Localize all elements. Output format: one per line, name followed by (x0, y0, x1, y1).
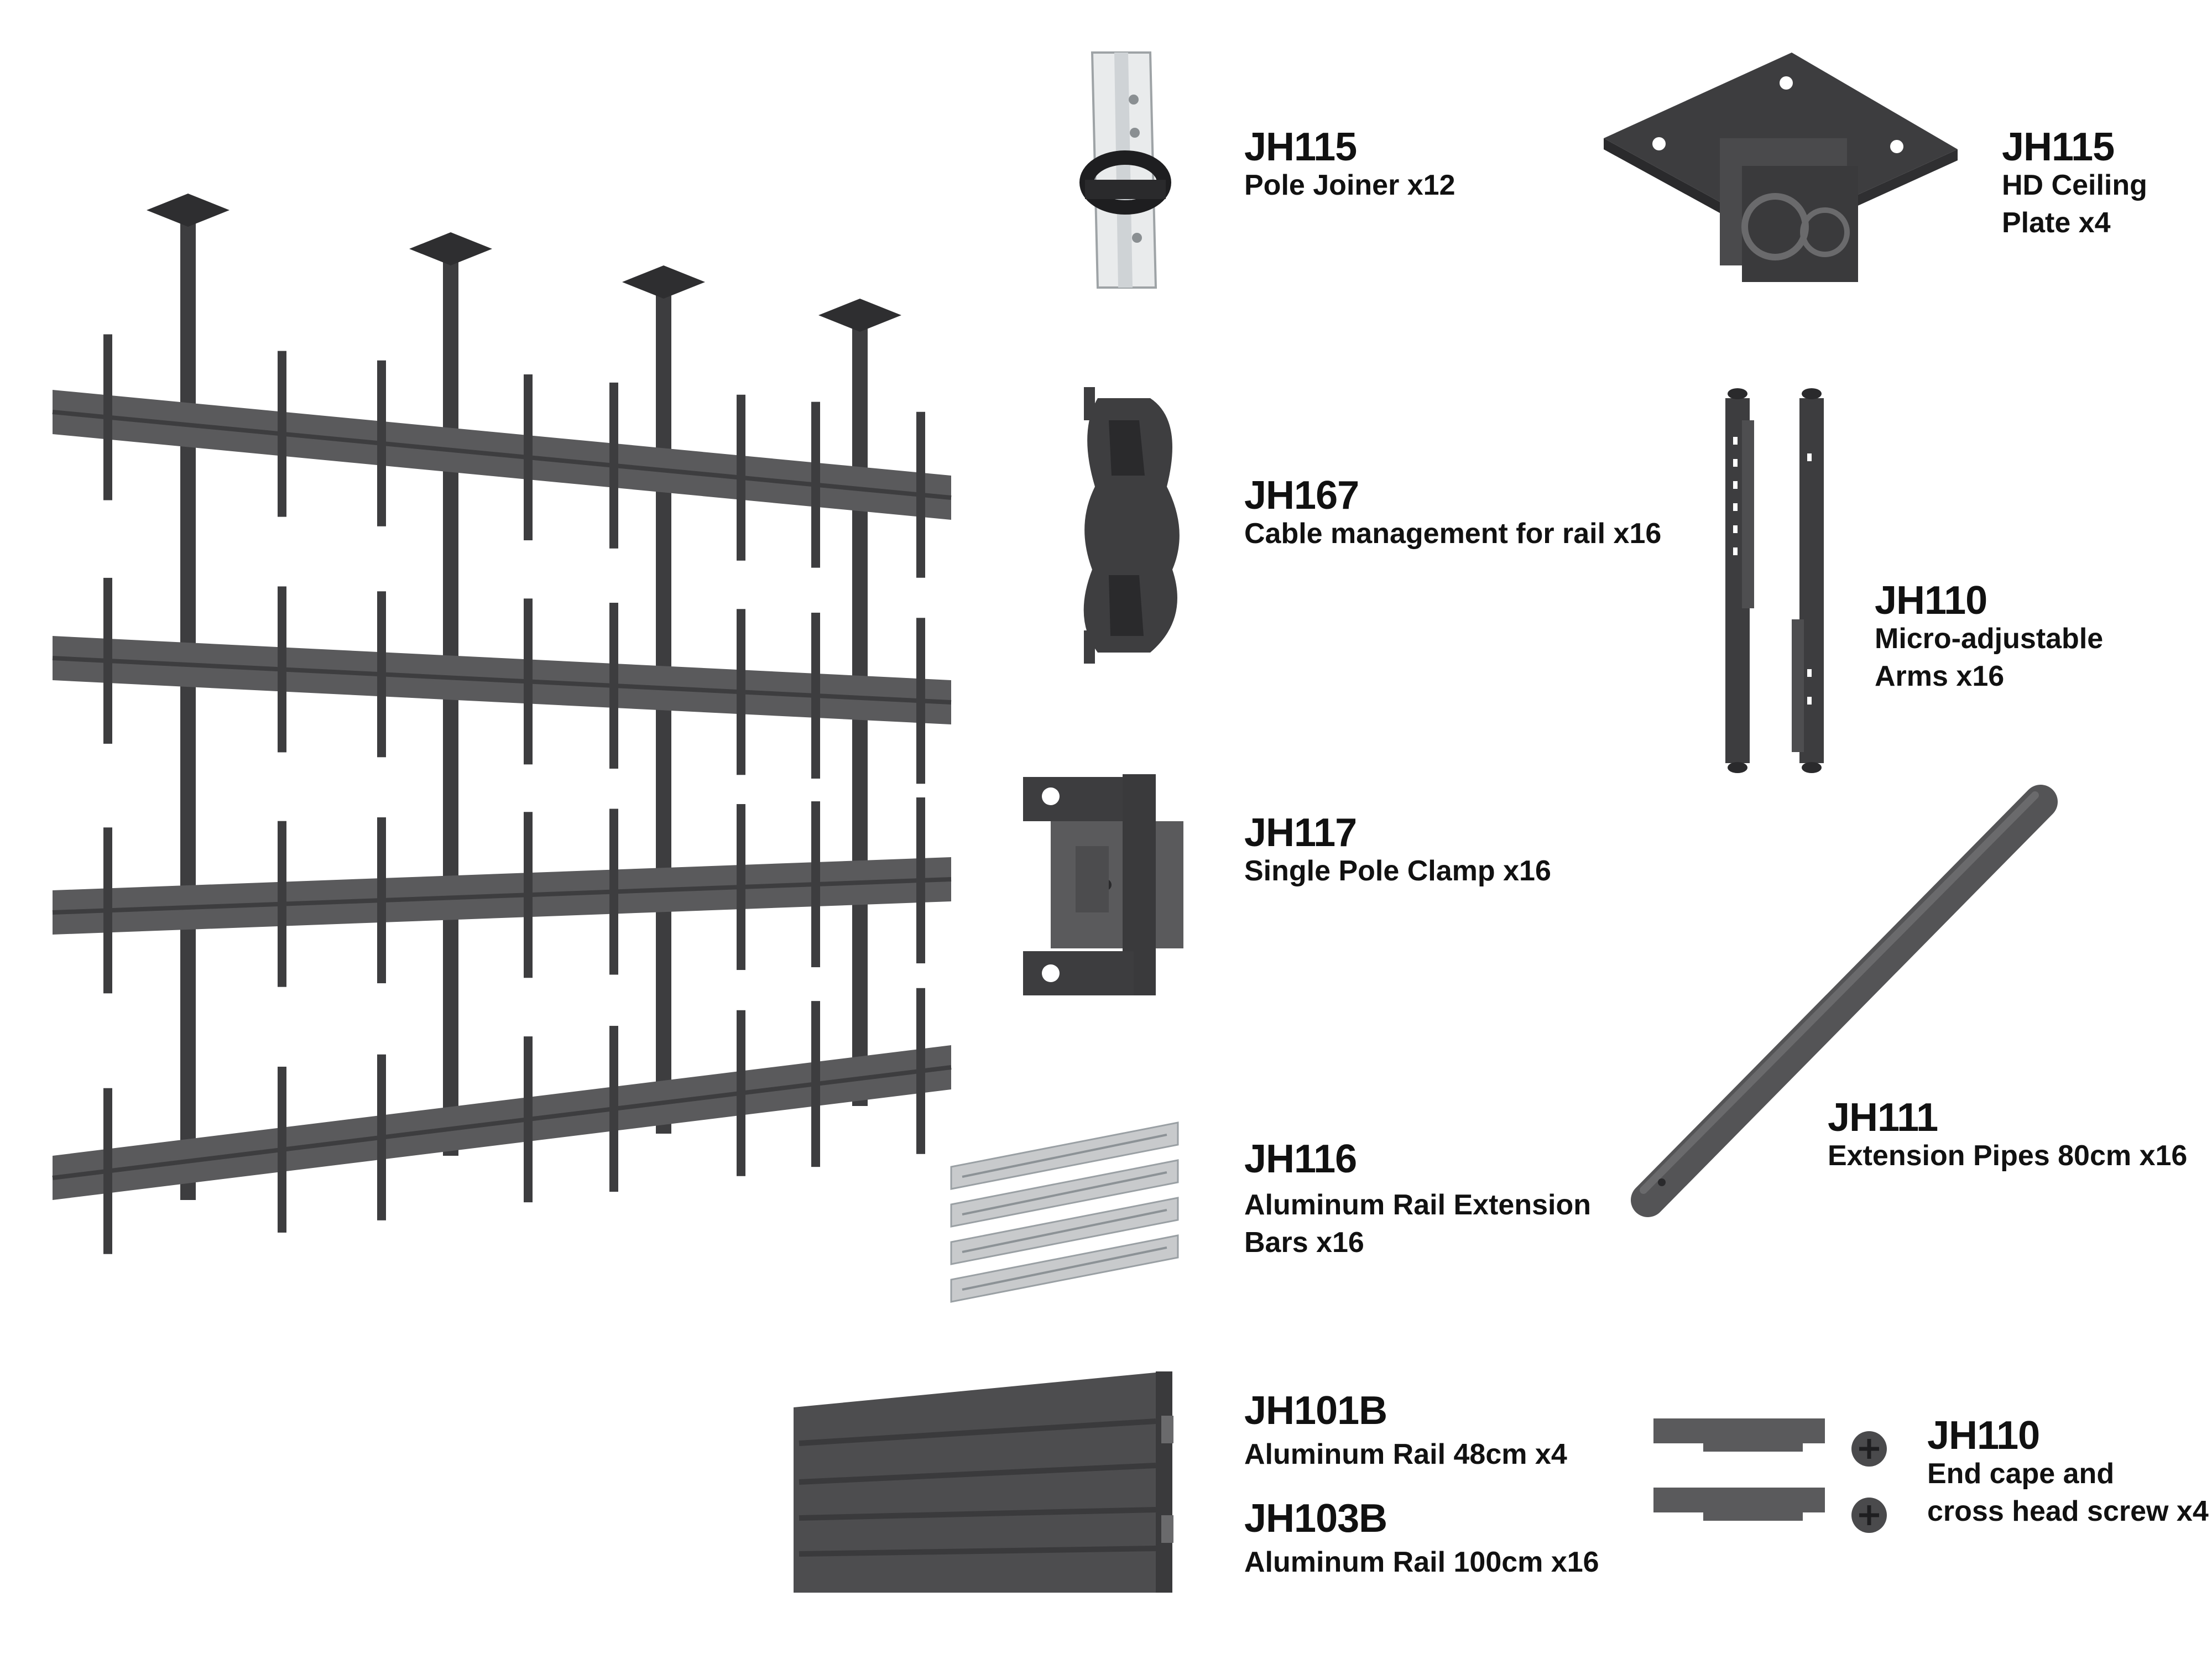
wall-arm-3-4 (524, 812, 533, 978)
part-code: JH117 (1244, 811, 1357, 855)
part-desc: HD Ceiling Plate x4 (2002, 169, 2147, 239)
label-single-pole-clamp: JH117 Single Pole Clamp x16 (1244, 813, 1551, 890)
wall-ceiling-plate-3 (622, 265, 705, 299)
wall-arm-2-1 (103, 577, 112, 744)
wall-arm-1-2 (278, 351, 286, 517)
wall-ceiling-plate-2 (409, 232, 492, 265)
wall-arm-4-5 (609, 1026, 618, 1192)
wall-arm-3-6 (737, 804, 745, 971)
label-rail-extension-bars: JH116 Aluminum Rail Extension Bars x16 (1244, 1139, 1591, 1261)
part-desc: Pole Joiner x12 (1244, 169, 1455, 201)
extension-bar-slot-4 (962, 1246, 1167, 1291)
wall-rail-groove-3 (52, 877, 952, 915)
extension-bar-slot-1 (962, 1134, 1167, 1178)
label-end-cape-screw: JH110 End cape and cross head screw x4 (1927, 1416, 2209, 1530)
part-desc: Aluminum Rail 48cm x4 (1244, 1438, 1567, 1470)
part-desc: End cape and cross head screw x4 (1927, 1458, 2209, 1527)
wall-arm-2-2 (278, 586, 286, 753)
wall-arm-3-7 (811, 801, 820, 968)
wall-arm-3-2 (278, 821, 286, 987)
wall-arm-2-5 (609, 602, 618, 769)
extension-bar-slot-3 (962, 1209, 1167, 1253)
wall-arm-3-5 (609, 808, 618, 975)
part-code: JH101B (1244, 1389, 1387, 1433)
part-desc: Cable management for rail x16 (1244, 518, 1662, 550)
extension-bar-slot-2 (962, 1171, 1167, 1215)
wall-arm-2-6 (737, 609, 745, 775)
single-pole-clamp-icon (1023, 774, 1183, 995)
part-code: JH110 (1927, 1413, 2040, 1458)
wall-arm-3-8 (916, 797, 925, 964)
wall-rail-groove-2 (52, 656, 952, 705)
part-code: JH110 (1875, 578, 1987, 623)
part-code: JH115 (1244, 125, 1357, 169)
part-desc: Extension Pipes 80cm x16 (1828, 1140, 2188, 1172)
wall-arm-4-3 (377, 1054, 386, 1220)
wall-arm-4-4 (524, 1036, 533, 1203)
label-cable-management: JH167 Cable management for rail x16 (1244, 476, 1661, 553)
wall-ceiling-plate-1 (147, 194, 229, 227)
wall-arm-1-7 (811, 401, 820, 568)
part-code: JH115 (2002, 125, 2115, 169)
wall-arm-3-1 (103, 827, 112, 994)
pole-joiner-icon (1079, 51, 1171, 289)
ceiling-plate-icon (1604, 53, 1958, 282)
video-wall-assembly (52, 194, 952, 1254)
wall-arm-1-6 (737, 394, 745, 561)
wall-arm-2-7 (811, 612, 820, 779)
wall-arm-1-5 (609, 382, 618, 549)
wall-arm-4-6 (737, 1010, 745, 1176)
label-extension-pipes: JH111 Extension Pipes 80cm x16 (1828, 1098, 2187, 1175)
label-aluminum-rail-48: JH101B Aluminum Rail 48cm x4 (1244, 1391, 1567, 1474)
label-pole-joiner: JH115 Pole Joiner x12 (1244, 127, 1455, 205)
aluminum-rail-icon (794, 1371, 1173, 1593)
wall-arm-1-8 (916, 411, 925, 578)
wall-arm-3-3 (377, 817, 386, 984)
wall-arm-4-7 (811, 1001, 820, 1167)
wall-arm-4-1 (103, 1088, 112, 1254)
part-code: JH116 (1244, 1137, 1357, 1181)
cable-management-icon (1083, 387, 1180, 664)
label-aluminum-rail-100: JH103B Aluminum Rail 100cm x16 (1244, 1499, 1599, 1582)
wall-arm-1-3 (377, 360, 386, 526)
wall-arm-1-1 (103, 334, 112, 500)
label-micro-adjustable-arms: JH110 Micro-adjustable Arms x16 (1875, 581, 2103, 695)
wall-pole-1 (180, 210, 196, 1200)
extension-pipe-icon (1631, 785, 2058, 1217)
wall-rail-groove-4 (52, 1065, 952, 1180)
end-cap-screw-icon (1653, 1418, 1887, 1533)
micro-adjustable-arms-icon (1725, 388, 1824, 773)
part-desc: Micro-adjustable Arms x16 (1875, 623, 2104, 692)
wall-rail-groove-1 (52, 410, 952, 500)
wall-ceiling-plate-4 (818, 299, 901, 332)
wall-arm-2-3 (377, 591, 386, 758)
part-desc: Aluminum Rail 100cm x16 (1244, 1546, 1599, 1578)
wall-arm-2-4 (524, 598, 533, 765)
wall-arm-1-4 (524, 374, 533, 541)
part-code: JH111 (1828, 1095, 1938, 1140)
part-desc: Aluminum Rail Extension Bars x16 (1244, 1189, 1591, 1259)
part-code: JH167 (1244, 473, 1359, 518)
wall-arm-4-2 (278, 1066, 286, 1233)
label-hd-ceiling-plate: JH115 HD Ceiling Plate x4 (2002, 127, 2147, 242)
part-desc: Single Pole Clamp x16 (1244, 855, 1551, 887)
rail-extension-bars-icon (950, 1121, 1179, 1303)
part-code: JH103B (1244, 1496, 1387, 1541)
wall-arm-4-8 (916, 988, 925, 1154)
wall-arm-2-8 (916, 618, 925, 784)
wall-pole-2 (443, 249, 458, 1156)
